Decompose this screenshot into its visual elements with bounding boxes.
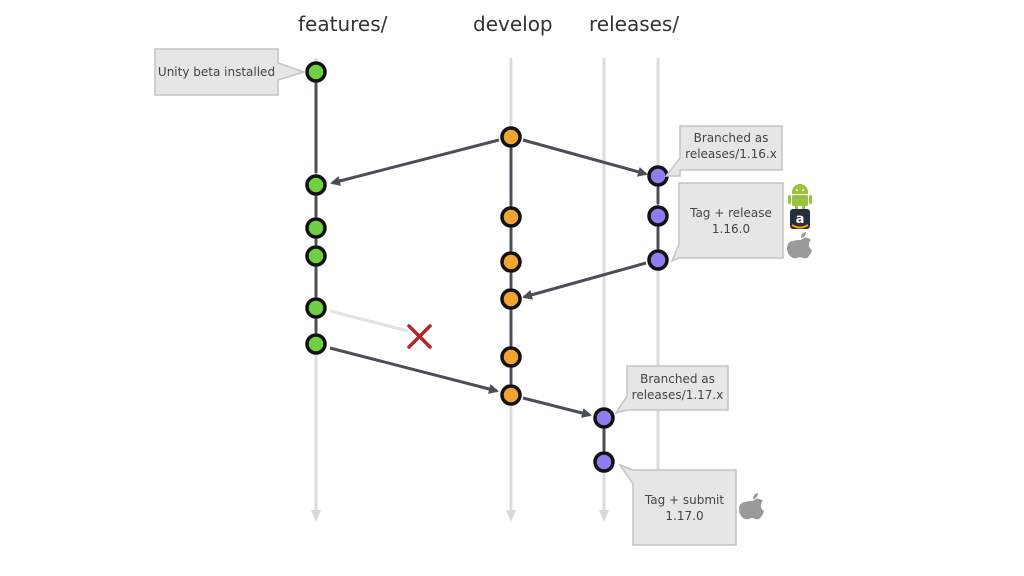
cross-icon (407, 324, 432, 349)
callout-tag-submit (618, 463, 737, 546)
lanes (311, 58, 660, 522)
commit-node (500, 288, 522, 310)
arrow-develop-to-feature (330, 138, 500, 186)
arrow-develop-to-release-117 (522, 396, 592, 418)
commit-node (305, 297, 327, 319)
callout-branched-116-text: Branched as releases/1.16.x (685, 131, 777, 161)
commit-node (500, 251, 522, 273)
release-commits (593, 165, 669, 473)
android-icon (788, 184, 812, 211)
commit-node (500, 384, 522, 406)
callouts (154, 48, 784, 546)
commit-node (593, 451, 615, 473)
commit-node (647, 249, 669, 271)
callout-tag-release-text: Tag + release 1.16.0 (690, 206, 772, 236)
commit-node (305, 245, 327, 267)
callout-branched-117 (614, 365, 729, 415)
commit-node (647, 205, 669, 227)
commit-links (314, 82, 660, 452)
abandoned-merge (329, 309, 432, 349)
feature-commits (305, 61, 327, 355)
commit-node (305, 217, 327, 239)
commit-node (305, 174, 327, 196)
commit-node (500, 206, 522, 228)
amazon-icon: a (790, 209, 810, 229)
callout-branched-116 (664, 125, 783, 177)
commit-node (305, 61, 327, 83)
callout-unity (154, 48, 307, 96)
flow-arrows (329, 138, 648, 418)
apple-icon (787, 232, 812, 259)
header-releases: releases/ (589, 12, 680, 36)
header-features: features/ (298, 12, 388, 36)
callout-branched-117-text: Branched as releases/1.17.x (631, 372, 724, 402)
arrow-feature-to-develop (329, 346, 499, 394)
header-develop: develop (473, 12, 553, 36)
develop-commits (500, 126, 522, 406)
callout-tag-release (670, 182, 784, 263)
apple-icon (739, 493, 764, 520)
commit-node (500, 346, 522, 368)
commit-node (500, 126, 522, 148)
arrow-release-to-develop (522, 261, 647, 300)
arrow-develop-to-release-116 (522, 138, 648, 177)
commit-node (305, 333, 327, 355)
commit-node (593, 407, 615, 429)
callout-unity-text: Unity beta installed (157, 65, 276, 79)
svg-text:a: a (796, 212, 805, 227)
commit-node (647, 165, 669, 187)
callout-tag-submit-text: Tag + submit 1.17.0 (644, 493, 725, 523)
